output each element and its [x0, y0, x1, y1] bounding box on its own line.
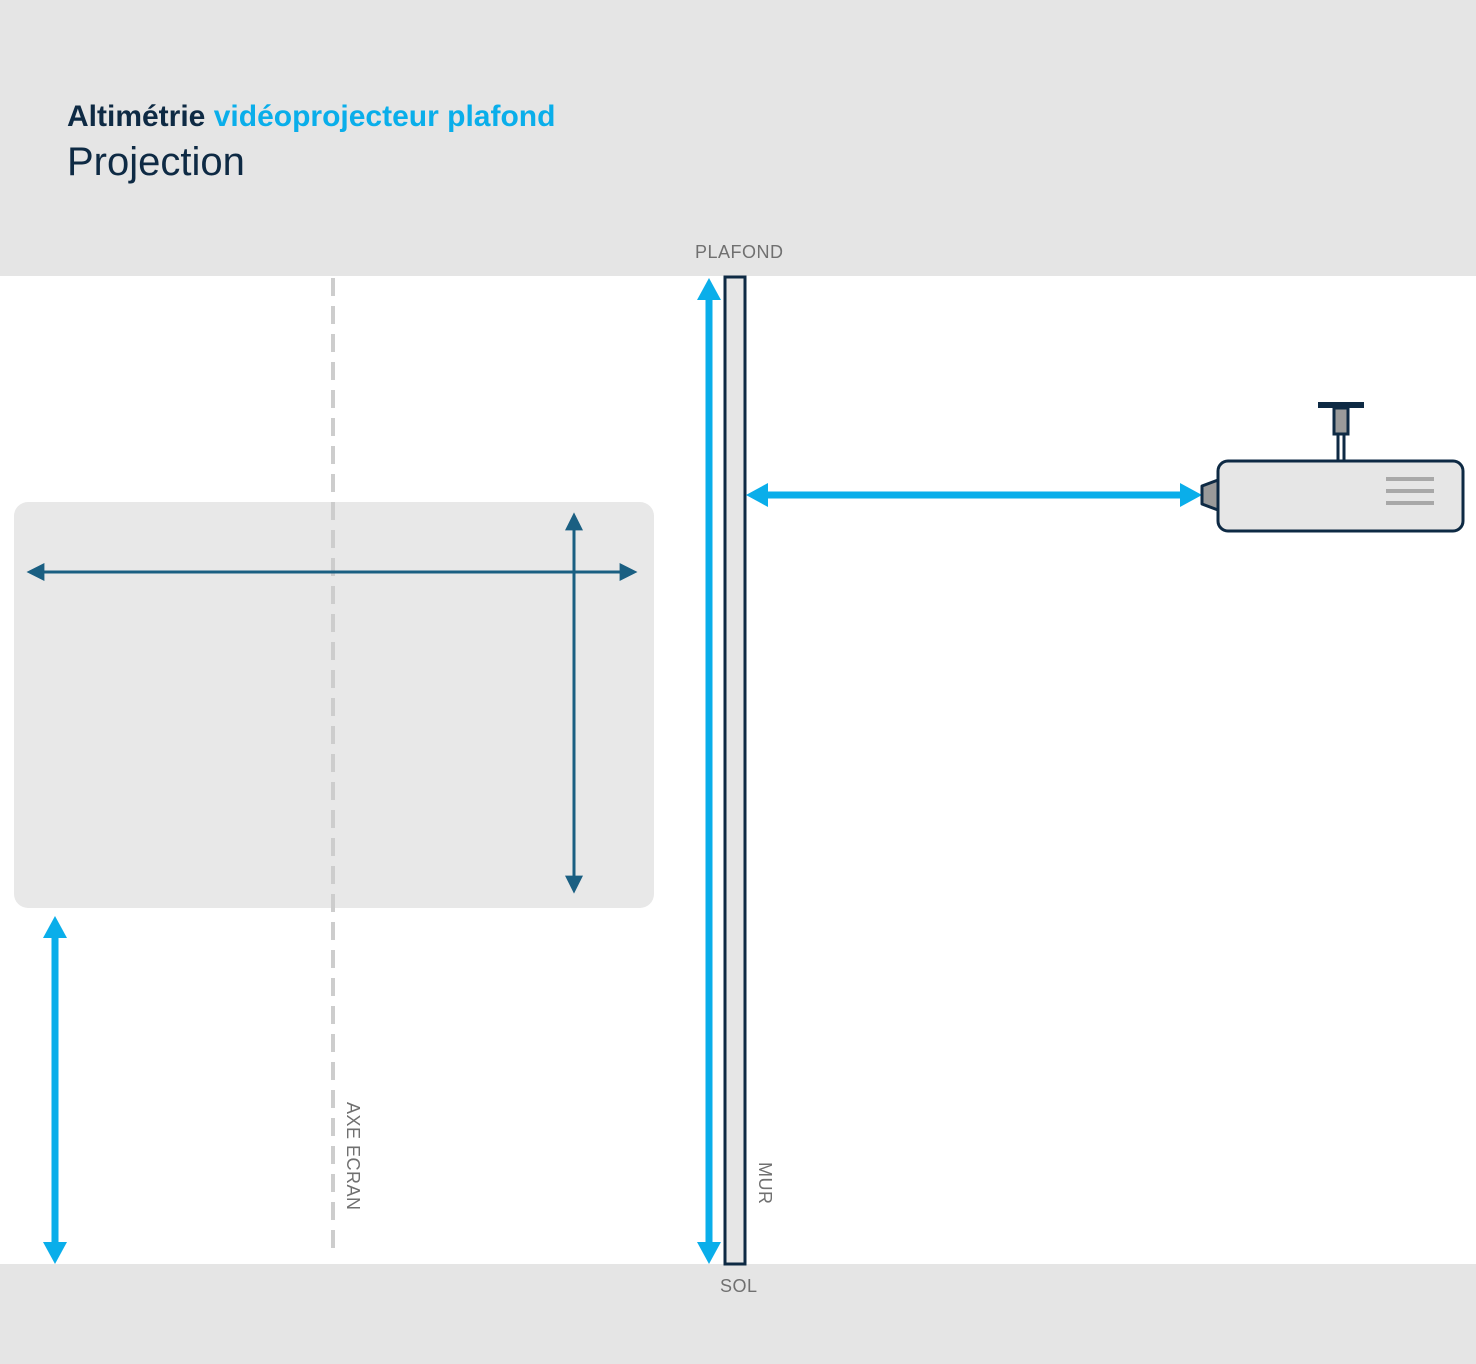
- screen-axis-label: AXE ECRAN: [343, 1102, 363, 1211]
- wall: [723, 275, 747, 1266]
- floor-to-screen-arrow: [43, 916, 67, 1264]
- diagram-subtitle: Projection: [67, 140, 245, 184]
- wall-label: MUR: [755, 1162, 775, 1205]
- title-part-2: vidéoprojecteur plafond: [213, 100, 556, 133]
- floor-band: [0, 1264, 1476, 1364]
- title-part-1: Altimétrie: [67, 100, 206, 133]
- ceiling-band: [0, 0, 1476, 276]
- ceiling-projector-icon: [1200, 402, 1465, 533]
- diagram-title: Altimétrie vidéoprojecteur plafond: [67, 100, 555, 134]
- projection-distance-arrow: [746, 483, 1202, 507]
- ceiling-label: PLAFOND: [695, 242, 784, 262]
- ceiling-height-arrow: [697, 278, 721, 1264]
- floor-label: SOL: [720, 1276, 758, 1296]
